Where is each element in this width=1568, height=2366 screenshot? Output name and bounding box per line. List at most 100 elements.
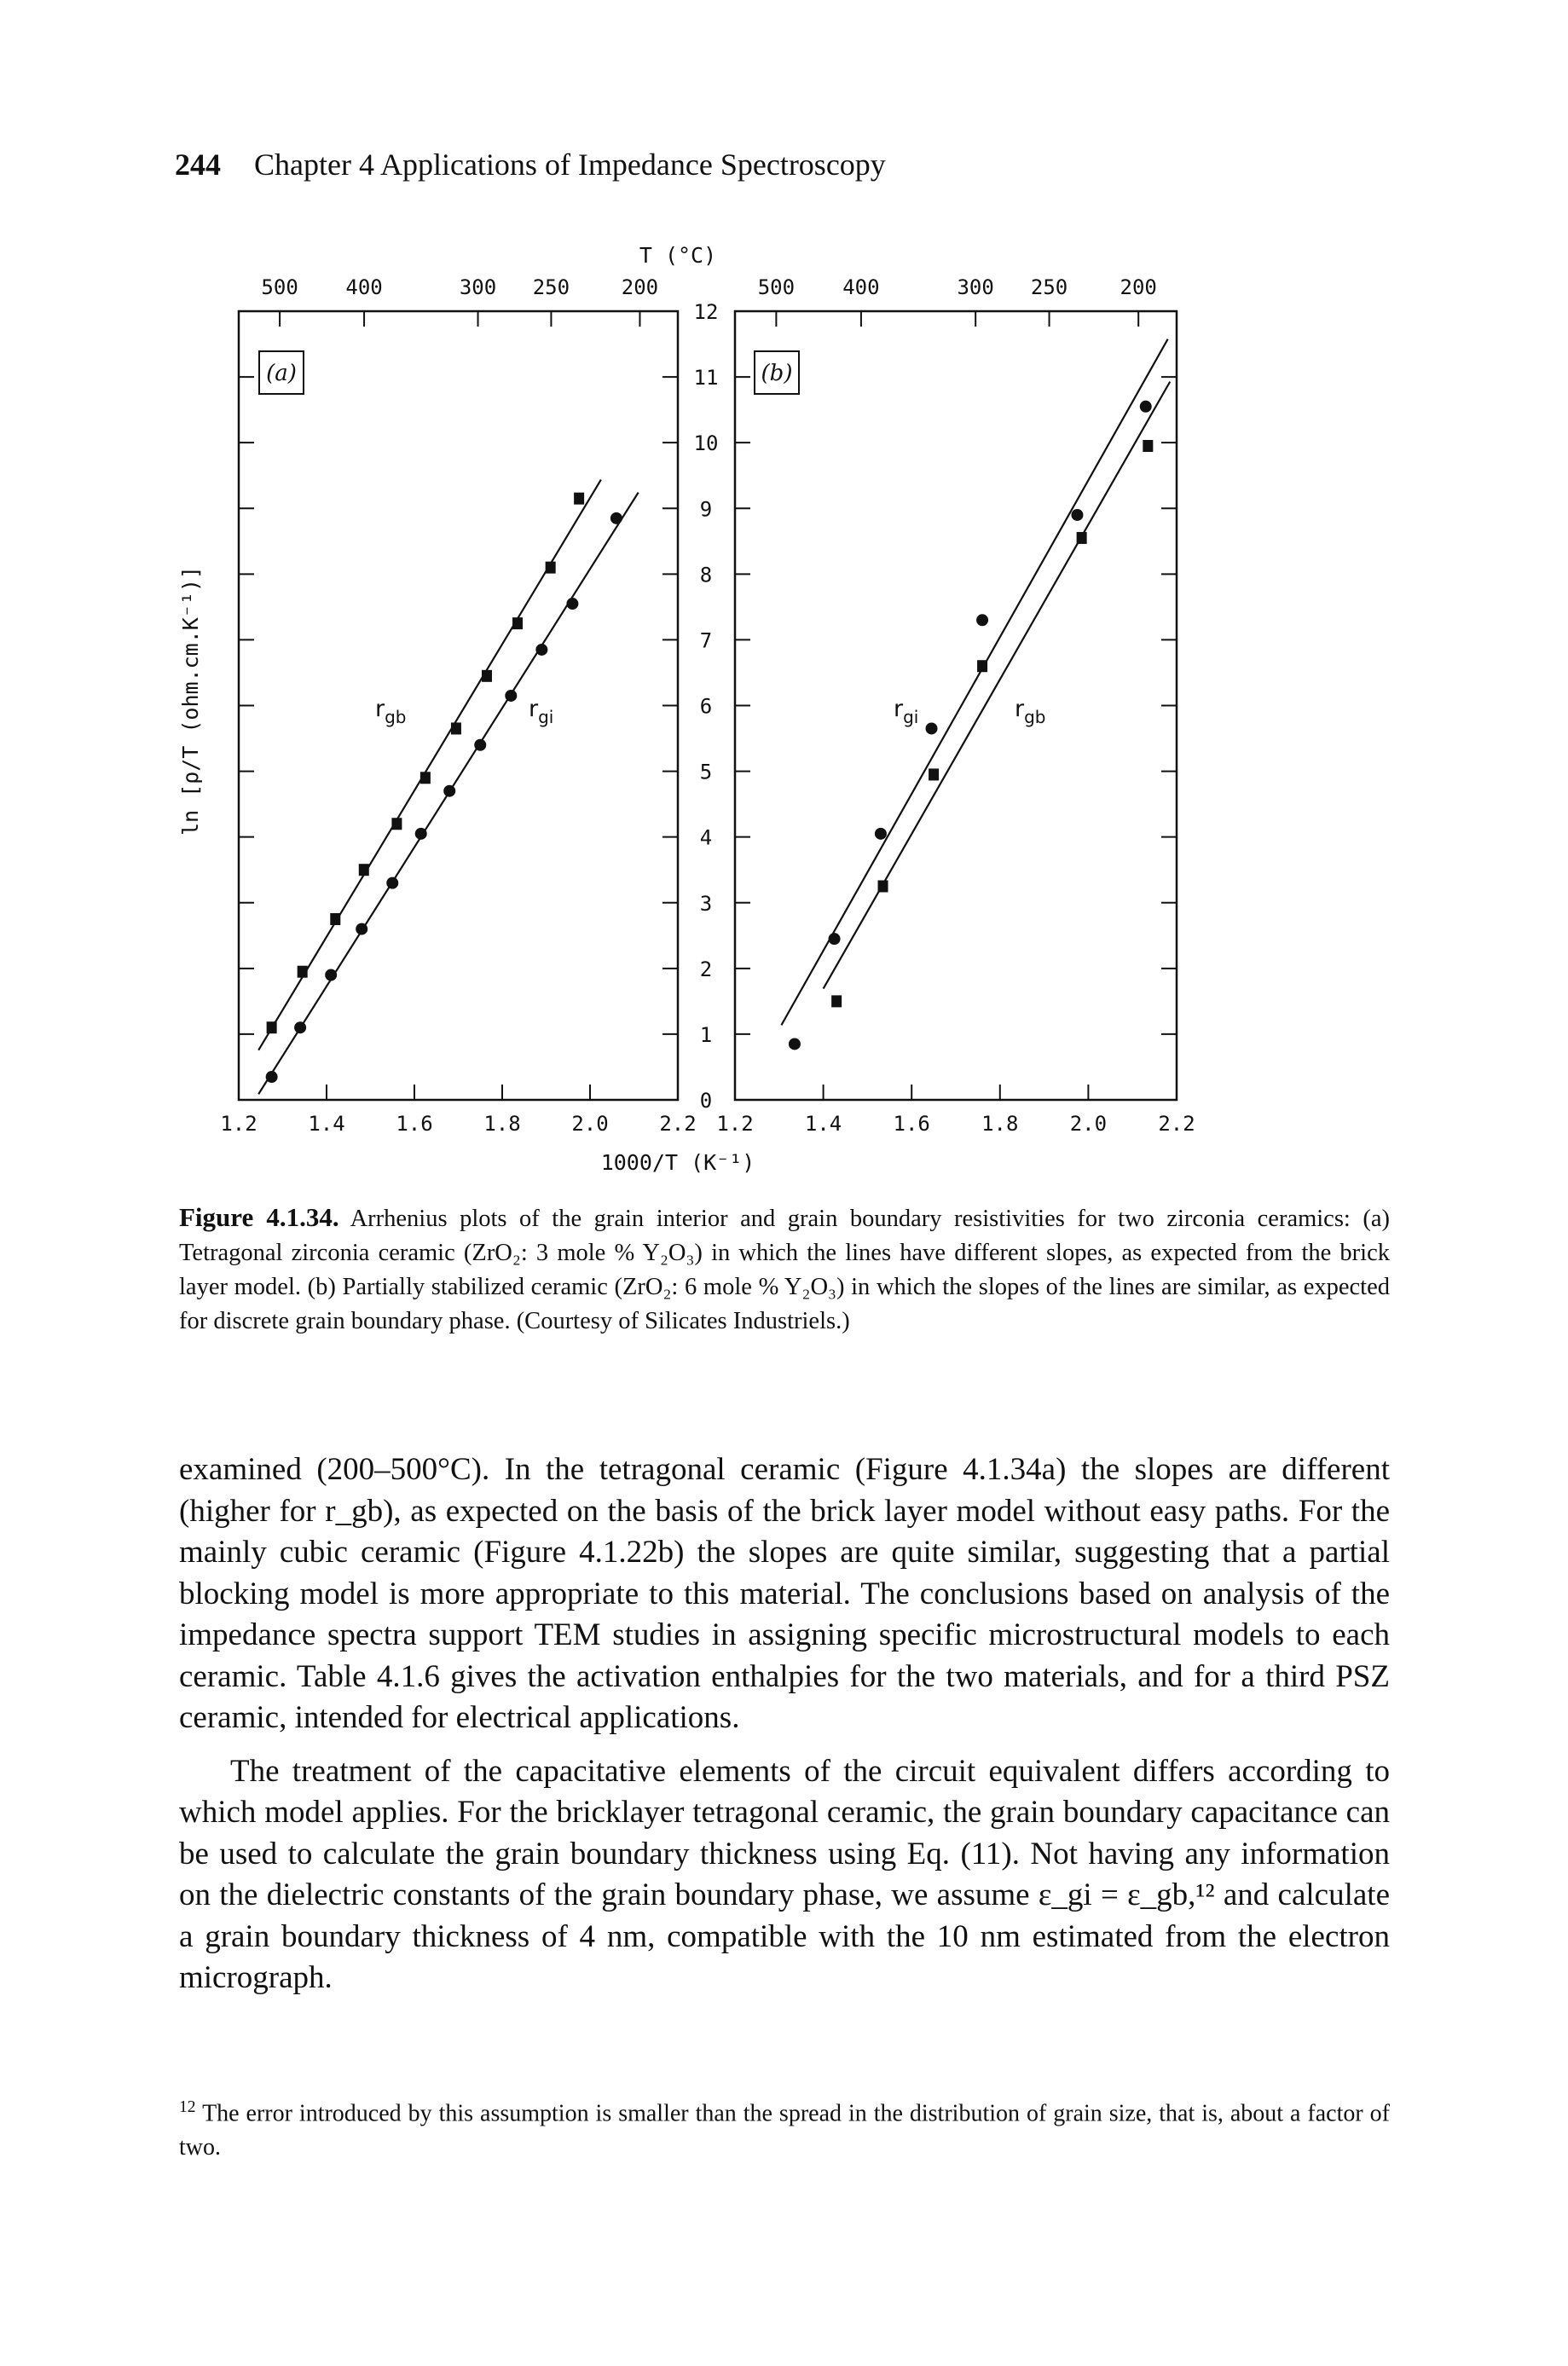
data-point-r_gi — [505, 689, 518, 702]
data-point-r_gb — [481, 669, 492, 682]
data-point-r_gi — [474, 738, 487, 751]
body-paragraph-1: examined (200–500°C). In the tetragonal … — [179, 1452, 1390, 1735]
y-tick-label: 6 — [700, 695, 712, 719]
body-text: examined (200–500°C). In the tetragonal … — [179, 1449, 1390, 1999]
data-point-r_gb — [419, 772, 431, 784]
x-tick-label: 1.4 — [805, 1112, 842, 1136]
data-point-r_gi — [443, 784, 456, 797]
fit-line-r_gb — [257, 479, 602, 1051]
page-number: 244 — [175, 148, 221, 182]
footnote-marker: 12 — [179, 2098, 196, 2116]
data-point-r_gi — [976, 614, 989, 627]
top-tick-label: 300 — [460, 275, 496, 299]
caption-text: Arrhenius plots of the grain interior an… — [179, 1206, 1390, 1334]
data-point-r_gb — [877, 880, 888, 893]
data-point-r_gb — [512, 617, 524, 630]
arrhenius-figure: T (°C) 1000/T (K⁻¹) ln [ρ/T (ohm.cm.K⁻¹)… — [178, 243, 1195, 1175]
data-point-r_gb — [545, 561, 556, 574]
data-point-r_gi — [356, 923, 368, 935]
x-tick-label: 1.8 — [483, 1112, 520, 1136]
data-point-r_gb — [330, 913, 341, 926]
label-a-rgi: rgi — [529, 696, 553, 727]
x-tick-label: 1.2 — [220, 1112, 257, 1136]
panel-b-label: (b) — [761, 361, 793, 386]
panel-a-frame — [237, 309, 680, 1102]
panel-b-label-box — [754, 350, 800, 395]
label-a-rgb: rgb — [375, 696, 407, 727]
top-tick-label: 500 — [261, 275, 298, 299]
top-tick-label: 400 — [842, 275, 879, 299]
top-tick-label: 400 — [345, 275, 382, 299]
data-point-r_gb — [831, 995, 842, 1008]
data-point-r_gi — [1071, 508, 1084, 521]
data-point-r_gb — [1076, 531, 1087, 544]
data-point-r_gi — [874, 827, 887, 840]
data-point-r_gb — [977, 660, 988, 673]
top-tick-label: 300 — [957, 275, 993, 299]
data-point-r_gi — [788, 1038, 801, 1050]
x-tick-label: 2.0 — [571, 1112, 608, 1136]
top-tick-label: 250 — [1031, 275, 1068, 299]
top-tick-label: 500 — [758, 275, 795, 299]
x-tick-label: 1.6 — [894, 1112, 930, 1136]
data-point-r_gi — [325, 969, 338, 981]
footnote: 12 The error introduced by this assumpti… — [179, 2091, 1390, 2165]
data-point-r_gi — [828, 933, 841, 946]
data-point-r_gi — [566, 598, 579, 610]
y-tick-label: 4 — [700, 826, 712, 850]
y-tick-label: 9 — [700, 497, 712, 521]
fit-line-r_gi — [780, 338, 1169, 1026]
y-tick-label: 8 — [700, 563, 712, 587]
figure-caption: Figure 4.1.34. Arrhenius plots of the gr… — [179, 1200, 1390, 1339]
x-tick-label: 2.2 — [659, 1112, 696, 1136]
y-tick-label: 0 — [700, 1089, 712, 1113]
x-tick-label: 1.6 — [396, 1112, 432, 1136]
data-point-r_gi — [294, 1021, 307, 1034]
footnote-text: The error introduced by this assumption … — [179, 2100, 1390, 2161]
data-point-r_gi — [265, 1071, 278, 1084]
data-point-r_gi — [386, 876, 399, 889]
caption-label: Figure 4.1.34. — [179, 1202, 339, 1232]
x-tick-label: 2.0 — [1070, 1112, 1107, 1136]
data-point-r_gb — [391, 818, 402, 830]
top-tick-label: 200 — [622, 275, 658, 299]
top-tick-label: 200 — [1120, 275, 1157, 299]
top-axis-title: T (°C) — [639, 243, 716, 268]
y-tick-label: 5 — [700, 761, 712, 784]
panel-b-frame — [733, 309, 1178, 1102]
data-point-r_gi — [1139, 400, 1152, 413]
label-b-rgb: rgb — [1015, 696, 1046, 727]
y-tick-label: 11 — [694, 366, 719, 390]
x-tick-label: 2.2 — [1158, 1112, 1195, 1136]
y-tick-label: 3 — [700, 892, 712, 916]
data-point-r_gb — [297, 965, 308, 978]
data-point-r_gb — [574, 492, 585, 505]
top-tick-label: 250 — [533, 275, 570, 299]
x-tick-label: 1.2 — [716, 1112, 753, 1136]
data-point-r_gb — [450, 722, 461, 735]
data-point-r_gi — [925, 722, 938, 735]
y-tick-label: 1 — [700, 1023, 712, 1047]
x-tick-label: 1.4 — [308, 1112, 344, 1136]
data-point-r_gi — [414, 827, 427, 840]
bottom-axis-title: 1000/T (K⁻¹) — [601, 1150, 755, 1175]
body-paragraph-2: The treatment of the capacitative elemen… — [179, 1753, 1390, 1996]
y-axis-title: ln [ρ/T (ohm.cm.K⁻¹)] — [178, 566, 203, 836]
panel-a-label-box — [258, 350, 304, 395]
fit-line-r_gb — [822, 381, 1172, 990]
y-tick-label: 10 — [694, 431, 719, 455]
y-tick-label: 12 — [694, 300, 719, 324]
panel-a-label: (a) — [266, 361, 297, 386]
data-point-r_gb — [1143, 440, 1154, 453]
data-point-r_gb — [929, 768, 940, 781]
data-point-r_gi — [535, 643, 548, 656]
y-tick-label: 2 — [700, 957, 712, 981]
chapter-title: Chapter 4 Applications of Impedance Spec… — [254, 148, 886, 182]
data-point-r_gb — [358, 864, 369, 876]
x-tick-label: 1.8 — [981, 1112, 1018, 1136]
data-point-r_gb — [266, 1021, 277, 1034]
page-header: 244 Chapter 4 Applications of Impedance … — [175, 147, 886, 182]
data-point-r_gi — [610, 512, 622, 524]
y-tick-label: 7 — [700, 628, 712, 652]
label-b-rgi: rgi — [894, 696, 918, 727]
